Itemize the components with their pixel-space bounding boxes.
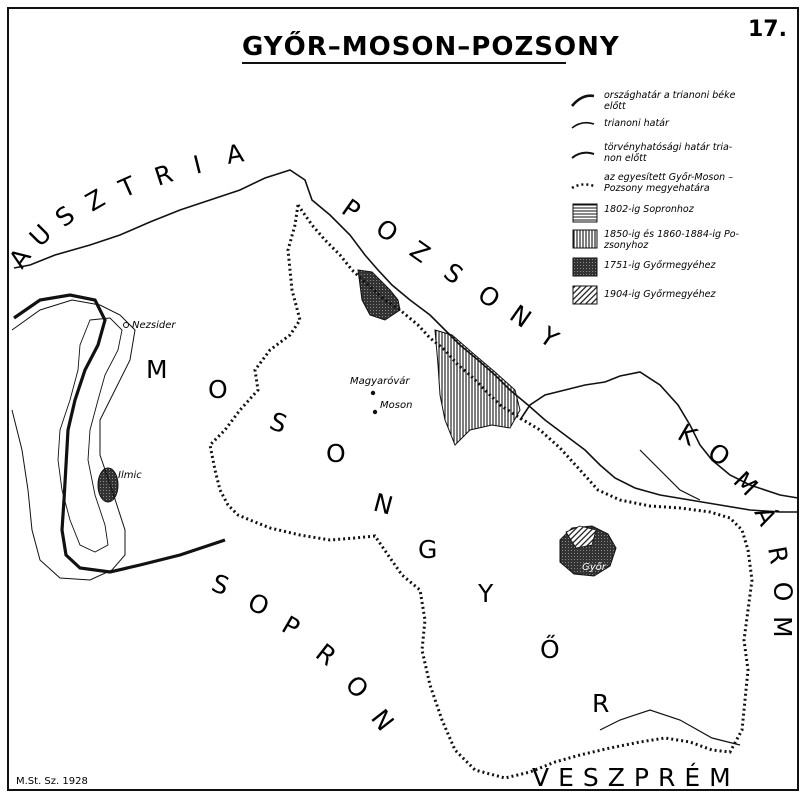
region-letter: S <box>208 568 233 601</box>
region-letter: O <box>208 375 228 404</box>
legend <box>571 94 598 305</box>
town-label-magyarovar: Magyaróvár <box>350 375 410 387</box>
region-letter: N <box>370 488 396 521</box>
region-letter: N <box>365 704 399 737</box>
town-label-gyor: Győr <box>582 561 607 573</box>
town-marker-magyarovar <box>370 390 376 396</box>
legend-item1-line2: előtt <box>604 101 627 112</box>
town-marker-moson <box>372 409 378 415</box>
area-ilmic <box>97 467 119 503</box>
region-letter: O <box>703 437 736 472</box>
town-label-moson: Moson <box>380 400 412 411</box>
region-letter: U <box>24 219 57 252</box>
legend-item5: 1802-ig Sopronhoz <box>604 204 695 215</box>
legend-item6-line2: zsonyhoz <box>603 240 649 251</box>
region-letter: G <box>418 535 437 564</box>
region-letter: K <box>673 418 702 452</box>
region-letter: Y <box>534 321 565 355</box>
legend-swatch-1904 <box>572 285 598 305</box>
region-letter: O <box>371 213 404 248</box>
region-letter: Y <box>477 579 494 608</box>
region-letter: M <box>146 355 168 384</box>
town-label-ilmic: Ilmic <box>118 470 142 481</box>
map-title: GYŐR–MOSON–POZSONY <box>242 30 620 62</box>
trianon-border <box>13 293 226 574</box>
region-label-sopron: S O P R O N <box>208 568 400 736</box>
region-label-komarom: K O M Á R O M <box>673 418 798 637</box>
legend-item8: 1904-ig Győrmegyéhez <box>604 289 716 300</box>
legend-symbol-county <box>571 151 595 159</box>
region-letter: Z <box>405 235 436 269</box>
legend-item1-line1: országhatár a trianoni béke <box>604 90 736 101</box>
region-letter: O <box>473 279 506 314</box>
region-letter: R <box>310 638 342 672</box>
region-letter: P <box>337 193 366 225</box>
legend-symbol-trianon <box>571 121 595 129</box>
region-letter: O <box>340 670 374 704</box>
region-letter: N <box>505 299 537 333</box>
komarom-line <box>639 449 701 501</box>
region-letter: P <box>277 610 305 643</box>
legend-item3-line1: törvényhatósági határ tria- <box>604 142 733 153</box>
region-label-gyor: G Y Ő R <box>418 535 609 718</box>
region-letter: M <box>728 466 764 502</box>
region-letter: M <box>768 616 797 638</box>
region-letter: S <box>50 200 80 233</box>
region-letter: I <box>190 150 204 180</box>
county-boundary <box>208 201 754 780</box>
trianon-border-east <box>519 371 799 499</box>
region-letter: S <box>266 406 291 439</box>
region-letter: Ő <box>540 634 560 664</box>
legend-item7: 1751-ig Győrmegyéhez <box>604 260 716 271</box>
legend-swatch-1751 <box>572 257 598 277</box>
legend-item4-line1: az egyesített Győr-Moson – <box>604 172 733 183</box>
area-1850-pozsony <box>434 329 521 446</box>
region-letter: R <box>151 159 176 192</box>
legend-swatch-1850 <box>572 229 598 249</box>
area-1904-gyormegye <box>565 525 597 549</box>
region-letter: O <box>243 587 273 622</box>
town-marker-nezsider <box>123 322 129 328</box>
region-letter: R <box>762 544 794 566</box>
region-letter: Z <box>81 184 110 218</box>
legend-item6-line1: 1850-ig és 1860-1884-ig Po- <box>604 229 740 240</box>
region-letter: O <box>326 439 346 468</box>
veszprem-line <box>599 709 741 746</box>
region-letter: T <box>114 170 141 203</box>
region-letter: A <box>224 138 246 170</box>
lake-outline-inner <box>57 317 123 553</box>
town-label-nezsider: Nezsider <box>132 320 176 331</box>
legend-item4-line2: Pozsony megyehatára <box>604 183 710 194</box>
map-credit: M.St. Sz. 1928 <box>16 776 88 787</box>
legend-item3-line2: non előtt <box>604 153 648 164</box>
legend-item2: trianoni határ <box>604 118 670 129</box>
lake-outline-outer <box>11 299 136 581</box>
region-letter: S <box>439 257 469 290</box>
region-label-veszprem: VESZPRÉM <box>532 763 740 792</box>
region-letter: O <box>768 581 798 602</box>
pre-trianon-border <box>13 169 798 513</box>
legend-symbol-pre-trianon <box>571 94 595 107</box>
region-letter: Á <box>749 502 783 530</box>
region-letter: R <box>592 689 609 718</box>
legend-symbol-united-county <box>571 183 595 190</box>
map-number: 17. <box>748 17 787 42</box>
map-frame <box>7 7 799 791</box>
region-label-ausztria: A U S Z T R I A <box>3 138 246 273</box>
legend-swatch-1802 <box>572 203 598 223</box>
